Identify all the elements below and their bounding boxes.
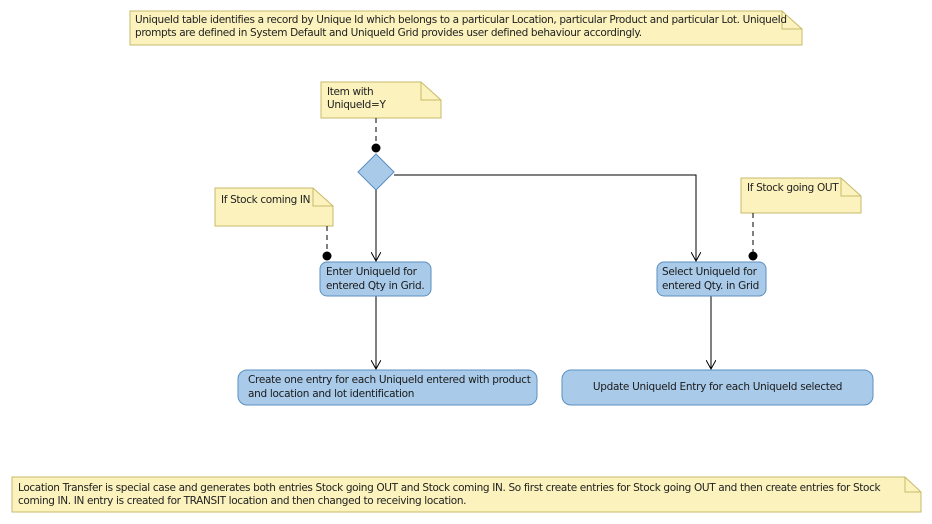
note-bottom-location-transfer-text: Location Transfer is special case and ge… [18, 482, 881, 507]
note-top-description [129, 10, 803, 46]
activity-create-entry-label: Create one entry for each UniqueId enter… [248, 374, 531, 400]
note-item-condition [320, 81, 442, 119]
decision-node [357, 153, 395, 191]
activity-create-entry [237, 369, 538, 406]
note-stock-out [740, 177, 862, 214]
note-top-description-text: UniqueId table identifies a record by Un… [135, 14, 787, 39]
anchor-dot-stock-in [322, 251, 332, 261]
anchor-dot-stock-out [748, 251, 758, 261]
edge-decision-to-select [394, 174, 696, 261]
activity-enter-uniqueid-label: Enter UniqueId for entered Qty in Grid. [326, 266, 425, 292]
anchor-dot-item-condition [371, 143, 381, 153]
activity-select-uniqueid-label: Select UniqueId for entered Qty. in Grid [662, 266, 759, 292]
activity-update-entry [561, 369, 874, 406]
note-stock-out-text: If Stock going OUT [747, 182, 839, 194]
note-bottom-location-transfer [11, 476, 922, 513]
activity-select-uniqueid [656, 261, 767, 297]
activity-update-entry-label: Update UniqueId Entry for each UniqueId … [592, 381, 843, 393]
activity-enter-uniqueid [319, 261, 432, 297]
note-item-condition-text: Item with UniqueId=Y [327, 86, 386, 111]
note-stock-in [214, 187, 334, 227]
note-stock-in-text: If Stock coming IN [221, 194, 311, 206]
